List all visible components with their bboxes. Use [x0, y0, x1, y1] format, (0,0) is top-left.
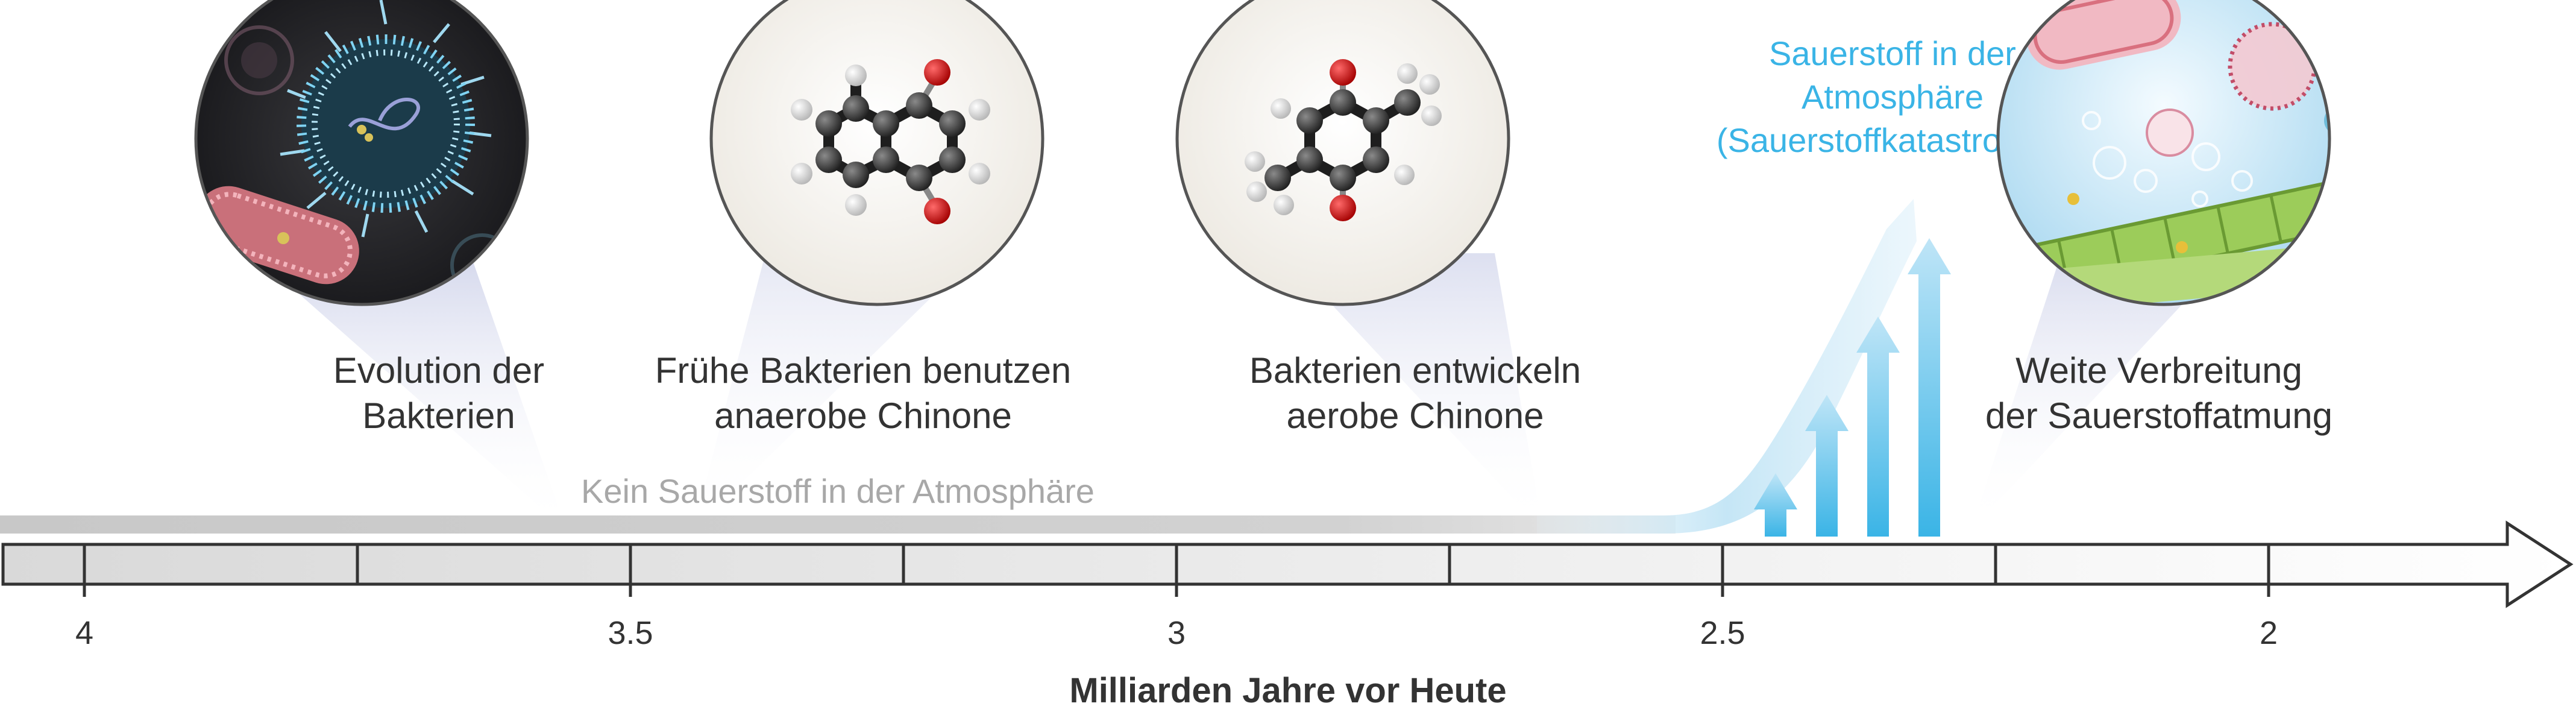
oxygen-arrow-3 [1856, 317, 1900, 537]
no-oxygen-label: Kein Sauerstoff in der Atmosphäre [581, 472, 1095, 510]
oxygen-arrows [1754, 238, 1951, 537]
axis-title: Milliarden Jahre vor Heute [1069, 671, 1506, 709]
tick-label-2: 2 [2260, 615, 2278, 651]
benzoquinone-molecule [1175, 0, 1510, 306]
anaerobe-cone [693, 253, 976, 531]
no-oxygen-band [0, 515, 1676, 534]
timeline-arrow [1, 520, 2574, 608]
axis-tick-labels: 4 3.5 3 2.5 2 [75, 615, 2278, 651]
oxygen-arrow-4 [1908, 238, 1951, 537]
bacteria-cone [253, 253, 567, 531]
oxygen-label-line-1: Sauerstoff in der [1769, 34, 2016, 72]
naphthoquinone-molecule [709, 0, 1045, 306]
aerobe-cone [1284, 253, 1543, 531]
oxygen-arrow-1 [1754, 473, 1797, 537]
oxygen-arrow-2 [1805, 395, 1849, 537]
stage-aerobe-label-1: Bakterien entwickeln [1249, 350, 1581, 391]
tick-label-3.5: 3.5 [608, 615, 653, 651]
stage-respiration-label-2: der Sauerstoffatmung [1985, 395, 2333, 436]
stage-labels: Evolution der Bakterien Frühe Bakterien … [333, 350, 2333, 436]
stage-aerobe-label-2: aerobe Chinone [1286, 395, 1544, 436]
stage-bacteria-label-2: Bakterien [362, 395, 515, 436]
oxygen-rise-curve [1537, 199, 1917, 534]
stage-respiration-label-1: Weite Verbreitung [2015, 350, 2302, 391]
oxygen-label-line-2: Atmosphäre [1802, 78, 1984, 116]
tick-label-3: 3 [1167, 615, 1186, 651]
stage-bacteria-label-1: Evolution der [333, 350, 544, 391]
tick-label-4: 4 [75, 615, 93, 651]
bacteria-illustration [194, 0, 529, 306]
stage-anaerobe-label-1: Frühe Bakterien benutzen [655, 350, 1071, 391]
respiration-cone [1971, 253, 2230, 531]
tick-label-2.5: 2.5 [1700, 615, 1745, 651]
stage-anaerobe-label-2: anaerobe Chinone [714, 395, 1012, 436]
aerobic-microbes-illustration [1996, 0, 2331, 306]
axis-ticks [83, 544, 2270, 597]
